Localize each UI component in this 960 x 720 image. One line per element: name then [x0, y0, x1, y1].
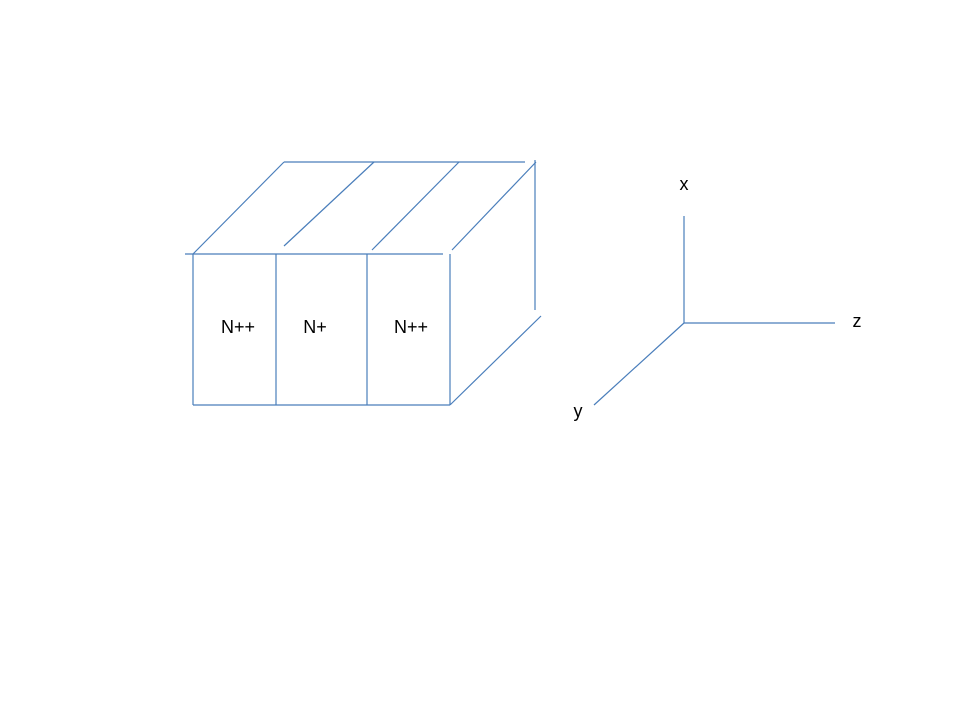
bottom-right-diagonal [449, 315, 542, 406]
top-right-diagonal [451, 161, 537, 251]
region-label-middle: N+ [303, 317, 327, 337]
top-divider-diagonal-2 [371, 161, 460, 251]
region-label-left: N++ [221, 317, 255, 337]
coordinate-axes: x z y [574, 174, 862, 421]
region-label-right: N++ [394, 317, 428, 337]
z-axis-label: z [853, 311, 862, 331]
top-left-diagonal [192, 161, 285, 255]
x-axis-label: x [680, 174, 689, 194]
y-axis-label: y [574, 401, 583, 421]
device-block: N++ N+ N++ [185, 160, 542, 406]
y-axis-line [593, 322, 685, 406]
top-divider-diagonal-1 [283, 161, 375, 247]
